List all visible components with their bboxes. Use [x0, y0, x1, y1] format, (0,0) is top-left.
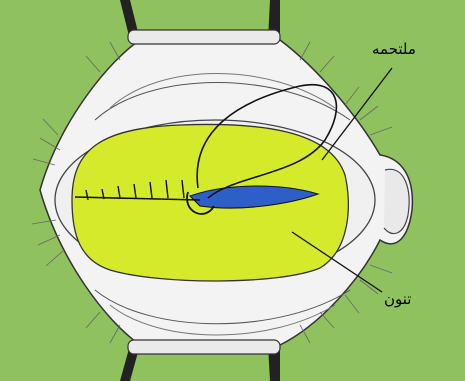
label-conjunctiva: ملتحمه: [372, 40, 416, 58]
label-tenon: تنون: [384, 290, 411, 308]
